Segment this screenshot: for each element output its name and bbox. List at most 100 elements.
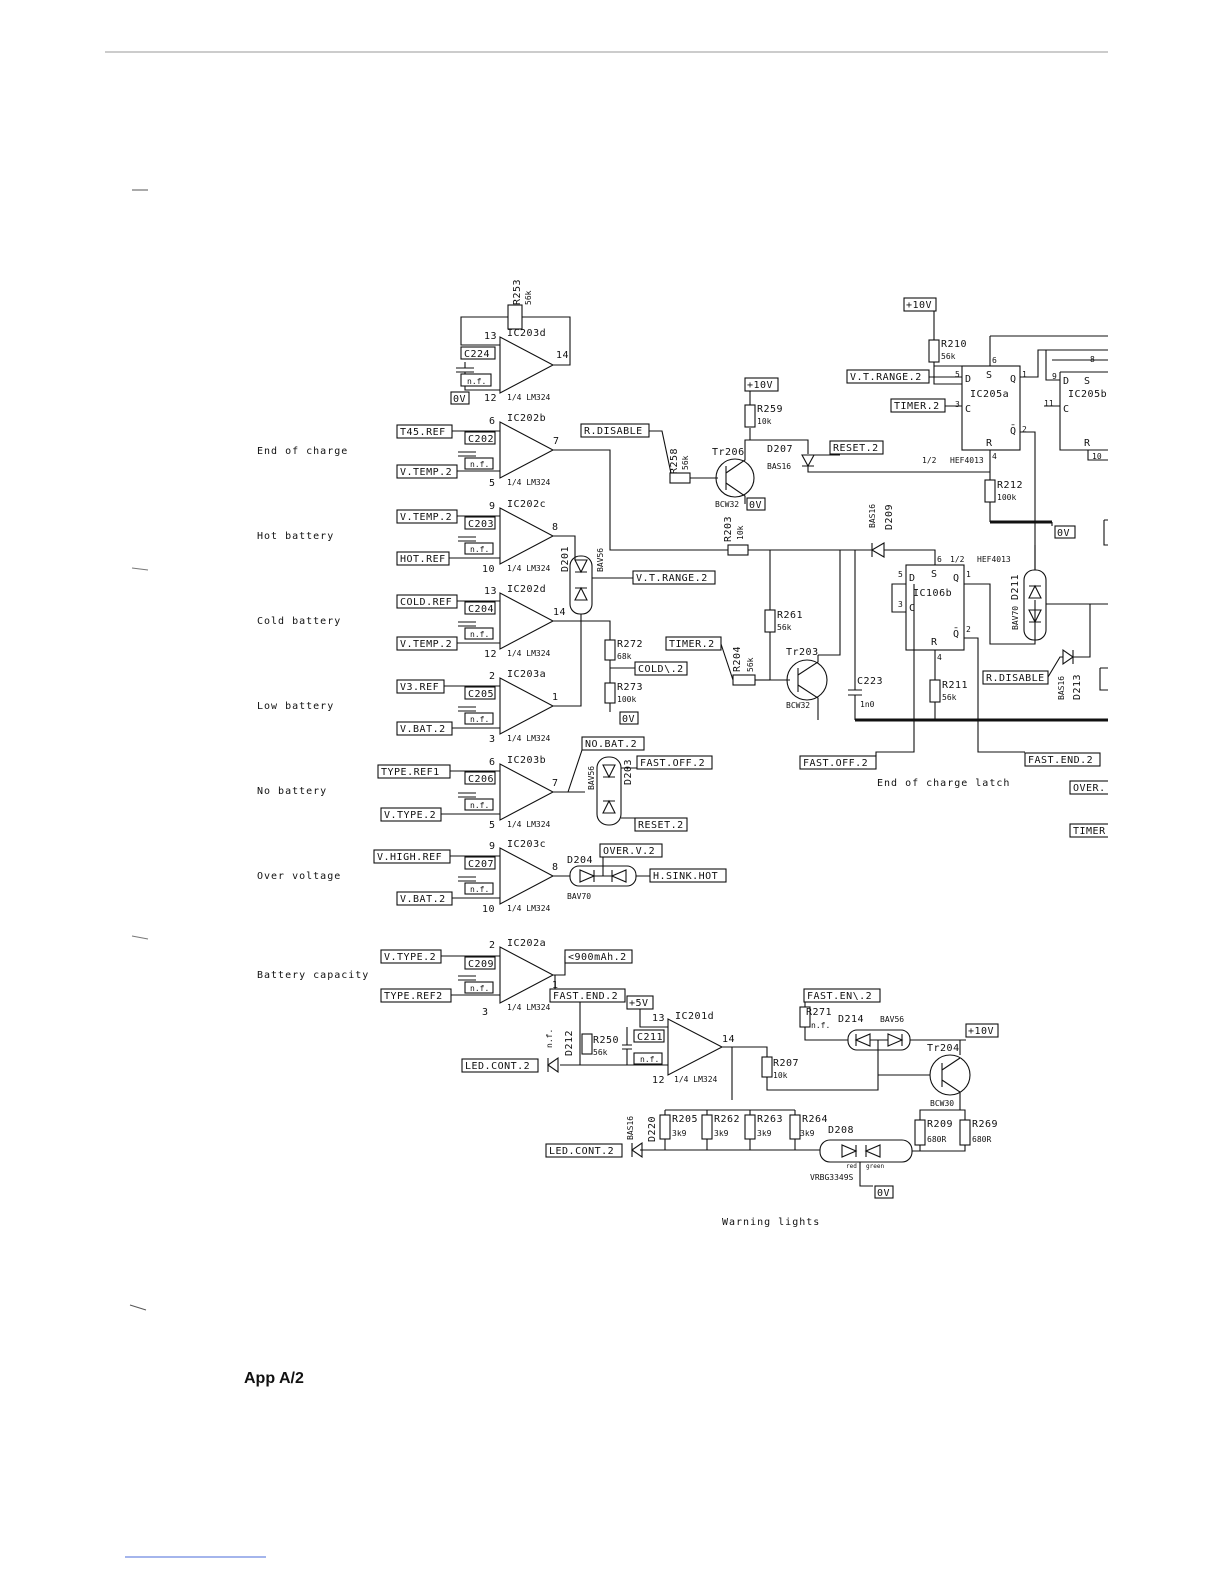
transistor-label: Tr204 bbox=[927, 1043, 960, 1054]
pin-number: 6 bbox=[489, 757, 496, 768]
ic203d-block: IC203d 13 12 14 1/4 LM324 R253 56k C224 … bbox=[450, 279, 571, 405]
label-900mah-text: <900mAh.2 bbox=[568, 952, 627, 963]
label-type-ref2-text: TYPE.REF2 bbox=[384, 991, 443, 1002]
resistor-label: R269 bbox=[972, 1119, 998, 1130]
pin-number: 1 bbox=[552, 692, 559, 703]
label-v-temp-text: V.TEMP.2 bbox=[400, 467, 452, 478]
resistor-value: 680R bbox=[972, 1135, 991, 1144]
label-0v-text: 0V bbox=[453, 394, 466, 405]
ic-label: IC203d bbox=[507, 328, 546, 339]
resistor-value: 100k bbox=[617, 695, 636, 704]
tr204-block: FAST.EN\.2 R271 n.f. D214 BAV56 Tr204 BC… bbox=[799, 988, 999, 1120]
section-label-battery-capacity: Battery capacity bbox=[257, 970, 369, 981]
transistor-label: Tr203 bbox=[786, 647, 819, 658]
pin-number: 2 bbox=[1022, 425, 1027, 434]
label-v-high-ref-text: V.HIGH.REF bbox=[377, 852, 442, 863]
pin-label: Q̄ bbox=[1010, 424, 1017, 437]
nf-label: n.f. bbox=[470, 984, 489, 993]
pin-number: 5 bbox=[898, 570, 903, 579]
diode-label: D203 bbox=[623, 759, 634, 785]
part-type: 1/4 LM324 bbox=[674, 1075, 718, 1084]
cap-value: 1n0 bbox=[860, 700, 875, 709]
half-label: 1/2 bbox=[950, 555, 965, 564]
resistor-value: 56k bbox=[593, 1048, 608, 1057]
section-label-over-voltage: Over voltage bbox=[257, 871, 341, 882]
nf-label: n.f. bbox=[470, 885, 489, 894]
pin-number: 12 bbox=[484, 649, 497, 660]
label-no-bat-text: NO.BAT.2 bbox=[585, 739, 637, 750]
section-label-cold-battery: Cold battery bbox=[257, 616, 341, 627]
ic-label: IC205b bbox=[1068, 389, 1107, 400]
resistor-label: R204 bbox=[732, 646, 743, 672]
label-0v-text: 0V bbox=[622, 714, 635, 725]
ic203b-block: IC203b 6 5 7 1/4 LM324 TYPE.REF1 V.TYPE.… bbox=[377, 736, 713, 832]
pin-label: Q bbox=[953, 573, 960, 584]
ic-label: IC202c bbox=[507, 499, 546, 510]
resistor-label: R210 bbox=[941, 339, 967, 350]
pin-label: C bbox=[1063, 404, 1070, 415]
transistor-type: BCW32 bbox=[715, 500, 739, 509]
resistor-label: R271 bbox=[806, 1007, 832, 1018]
label-led-cont-text: LED.CONT.2 bbox=[549, 1146, 614, 1157]
label-hot-ref-text: HOT.REF bbox=[400, 554, 446, 565]
pin-label: R bbox=[931, 637, 938, 648]
pin-label: S bbox=[1084, 376, 1091, 387]
nf-label: n.f. bbox=[470, 460, 489, 469]
resistor-value: 56k bbox=[524, 290, 533, 305]
pin-number: 11 bbox=[1044, 399, 1054, 408]
resistor-label: R211 bbox=[942, 680, 968, 691]
diode-type: BAV56 bbox=[596, 548, 605, 572]
label-cold-bar-text: COLD\.2 bbox=[638, 664, 684, 675]
resistor-value: 10k bbox=[757, 417, 772, 426]
label-fast-off-text: FAST.OFF.2 bbox=[803, 758, 868, 769]
label-v-t-range-text: V.T.RANGE.2 bbox=[850, 372, 922, 383]
label-reset-text: RESET.2 bbox=[638, 820, 684, 831]
cap-label: C202 bbox=[468, 434, 494, 445]
pin-number: 6 bbox=[489, 416, 496, 427]
pin-number: 14 bbox=[722, 1034, 735, 1045]
margin-mark bbox=[131, 567, 149, 571]
label-v-temp-text: V.TEMP.2 bbox=[400, 512, 452, 523]
caption-warning-lights: Warning lights bbox=[722, 1217, 820, 1228]
ic202b-block: IC202b 6 5 7 1/4 LM324 T45.REF V.TEMP.2 … bbox=[396, 413, 745, 551]
label-fast-en-bar-text: FAST.EN\.2 bbox=[807, 991, 872, 1002]
ic-label: IC202a bbox=[507, 938, 546, 949]
label-h-sink-hot-text: H.SINK.HOT bbox=[653, 871, 718, 882]
part-type: 1/4 LM324 bbox=[507, 564, 551, 573]
resistor-label: R261 bbox=[777, 610, 803, 621]
section-label-hot-battery: Hot battery bbox=[257, 531, 334, 542]
pin-number: 13 bbox=[652, 1013, 665, 1024]
transistor-symbol bbox=[786, 659, 828, 701]
pin-number: 9 bbox=[489, 841, 496, 852]
pin-number: 1 bbox=[1022, 370, 1027, 379]
section-label-no-battery: No battery bbox=[257, 786, 327, 797]
pin-number: 2 bbox=[966, 625, 971, 634]
ic203c-block: IC203c 9 10 8 1/4 LM324 V.HIGH.REF V.BAT… bbox=[373, 839, 727, 915]
label-timer-text: TIMER.2 bbox=[669, 639, 715, 650]
pin-number: 3 bbox=[898, 600, 903, 609]
led-color: red bbox=[846, 1163, 857, 1170]
pin-number: 5 bbox=[489, 478, 496, 489]
resistor-value: 3k9 bbox=[800, 1129, 815, 1138]
pin-number: 9 bbox=[1052, 372, 1057, 381]
resistor-value: 56k bbox=[942, 693, 957, 702]
transistor-symbol bbox=[929, 1054, 971, 1096]
resistor-value: 56k bbox=[941, 352, 956, 361]
diode-label: D220 bbox=[647, 1116, 658, 1142]
cap-label: C203 bbox=[468, 519, 494, 530]
pin-label: C bbox=[909, 603, 916, 614]
tr206-block: R.DISABLE R258 56k Tr206 BCW32 0V +10V R… bbox=[580, 377, 990, 511]
diode-type: BAV70 bbox=[567, 892, 591, 901]
pin-number: 12 bbox=[652, 1075, 665, 1086]
cap-label: C205 bbox=[468, 689, 494, 700]
label-0v-text: 0V bbox=[1057, 528, 1070, 539]
nf-label: n.f. bbox=[640, 1055, 659, 1064]
cap-label: C204 bbox=[468, 604, 494, 615]
diode-label: D207 bbox=[767, 444, 793, 455]
tr203-block: R261 56k TIMER.2 R204 56k Tr203 BCW32 C2… bbox=[665, 550, 883, 720]
cap-box bbox=[460, 346, 496, 360]
label-v-type-text: V.TYPE.2 bbox=[384, 810, 436, 821]
pin-number: 14 bbox=[556, 350, 569, 361]
resistor-value: 56k bbox=[746, 657, 755, 672]
